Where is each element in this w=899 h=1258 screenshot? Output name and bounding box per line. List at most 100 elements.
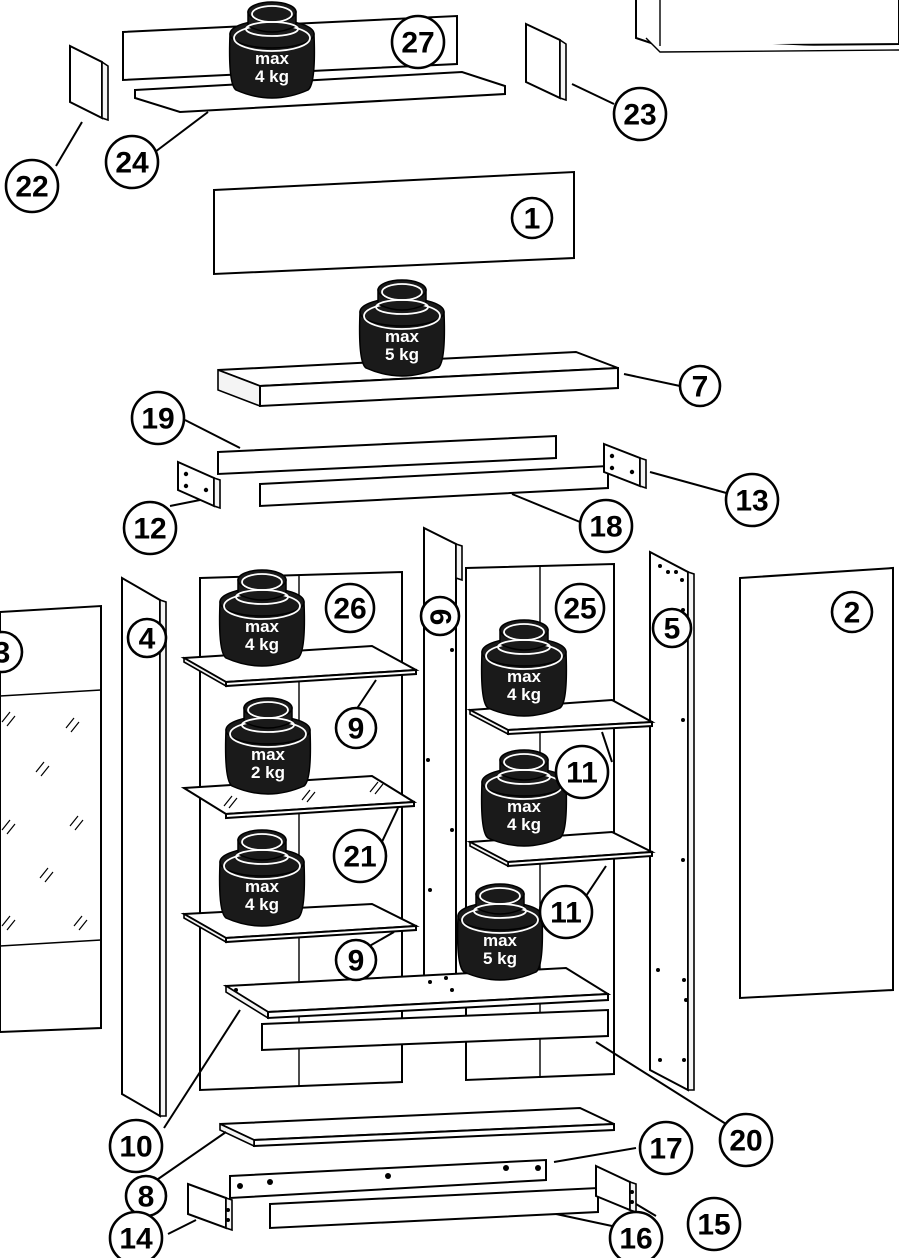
part-1-rear-panel — [213, 170, 575, 276]
badge-circle — [332, 828, 388, 884]
badge-circle — [538, 884, 594, 940]
load-limit-value: 4 kg — [507, 685, 541, 704]
badge-circle — [578, 498, 634, 554]
part-number-label: 3 — [0, 637, 10, 670]
load-limit-label: max — [507, 667, 542, 686]
part-badge-part-15: 15 — [686, 1196, 742, 1252]
part-20-lower-rail — [261, 1008, 609, 1052]
part-badge-part-14: 14 — [108, 1210, 164, 1258]
badge-circle — [718, 1112, 774, 1168]
part-badge-part-27: 27 — [390, 14, 446, 70]
part-number-label: 14 — [119, 1223, 153, 1256]
part-number-label: 25 — [563, 593, 596, 626]
part-number-label: 8 — [138, 1181, 155, 1214]
badge-circle — [419, 595, 461, 637]
part-number-label: 2 — [844, 597, 861, 630]
badge-circle — [104, 134, 160, 190]
part-5-right-side-panel — [649, 550, 695, 1092]
badge-circle — [334, 706, 378, 750]
part-badge-part-9a: 9 — [334, 706, 378, 750]
part-badge-part-10: 10 — [108, 1118, 164, 1174]
load-limit-label: max — [385, 327, 420, 346]
badge-circle — [334, 938, 378, 982]
part-badge-part-11b: 11 — [538, 884, 594, 940]
part-badge-part-5: 5 — [651, 607, 693, 649]
badge-circle — [130, 390, 186, 446]
part-badge-part-6: 6 — [419, 595, 461, 637]
load-limit-value: 5 kg — [385, 345, 419, 364]
badge-circle — [678, 364, 722, 408]
part-badge-part-24: 24 — [104, 134, 160, 190]
part-number-label: 11 — [566, 757, 598, 790]
part-badge-part-22: 22 — [4, 158, 60, 214]
part-18-rear-rail — [259, 464, 609, 508]
part-23-side-bracket — [525, 22, 567, 102]
part-12-connector — [177, 460, 221, 510]
load-limit-value: 4 kg — [507, 815, 541, 834]
load-limit-label: max — [245, 877, 280, 896]
leader-lines — [55, 83, 731, 1235]
badge-circle — [554, 582, 606, 634]
part-badge-part-25: 25 — [554, 582, 606, 634]
badge-circle — [4, 158, 60, 214]
badge-circle — [686, 1196, 742, 1252]
part-8-bottom-panel — [219, 1106, 615, 1148]
part-24-top-shelf — [134, 70, 506, 114]
badge-circle — [122, 500, 178, 556]
badge-circle — [108, 1210, 164, 1258]
part-number-label: 11 — [550, 897, 582, 930]
part-badge-part-17: 17 — [638, 1120, 694, 1176]
part-number-label: 19 — [141, 403, 174, 436]
part-number-label: 26 — [333, 593, 366, 626]
badge-circle — [638, 1120, 694, 1176]
part-number-label: 6 — [424, 609, 457, 626]
part-number-label: 10 — [119, 1131, 152, 1164]
part-number-label: 17 — [649, 1133, 682, 1166]
load-limit-label: max — [255, 49, 290, 68]
part-17-plinth-front — [229, 1158, 547, 1200]
part-15-plinth-bracket — [595, 1164, 637, 1214]
part-badge-part-1: 1 — [510, 196, 554, 240]
part-badge-part-20: 20 — [718, 1112, 774, 1168]
part-badge-part-23: 23 — [612, 86, 668, 142]
part-22-side-bracket — [69, 44, 109, 122]
badge-circle — [608, 1210, 664, 1258]
part-badge-part-26: 26 — [324, 582, 376, 634]
part-14-plinth-bracket — [187, 1182, 233, 1232]
part-number-label: 7 — [692, 371, 709, 404]
part-number-label: 9 — [348, 945, 365, 978]
badge-circle — [108, 1118, 164, 1174]
part-19-front-rail — [217, 434, 557, 476]
part-3-glass-door — [0, 604, 102, 1034]
load-limit-label: max — [483, 931, 518, 950]
badge-circle — [510, 196, 554, 240]
part-number-label: 4 — [139, 623, 156, 656]
part-badge-part-18: 18 — [578, 498, 634, 554]
part-badge-part-13: 13 — [724, 472, 780, 528]
badge-circle — [724, 472, 780, 528]
part-number-label: 21 — [343, 841, 376, 874]
badge-circle — [651, 607, 693, 649]
part-number-label: 13 — [735, 485, 768, 518]
part-number-label: 12 — [133, 513, 166, 546]
part-number-label: 9 — [348, 713, 365, 746]
part-number-label: 23 — [623, 99, 656, 132]
part-4-left-side-panel — [121, 576, 167, 1118]
part-badge-part-8: 8 — [124, 1174, 168, 1218]
load-limit-label: max — [507, 797, 542, 816]
part-badge-part-12: 12 — [122, 500, 178, 556]
part-badge-part-9b: 9 — [334, 938, 378, 982]
badge-circle — [554, 744, 610, 800]
part-number-label: 16 — [619, 1223, 652, 1256]
part-13-connector — [603, 442, 647, 490]
badge-circle — [830, 590, 874, 634]
part-number-label: 18 — [589, 511, 622, 544]
badge-circle — [390, 14, 446, 70]
